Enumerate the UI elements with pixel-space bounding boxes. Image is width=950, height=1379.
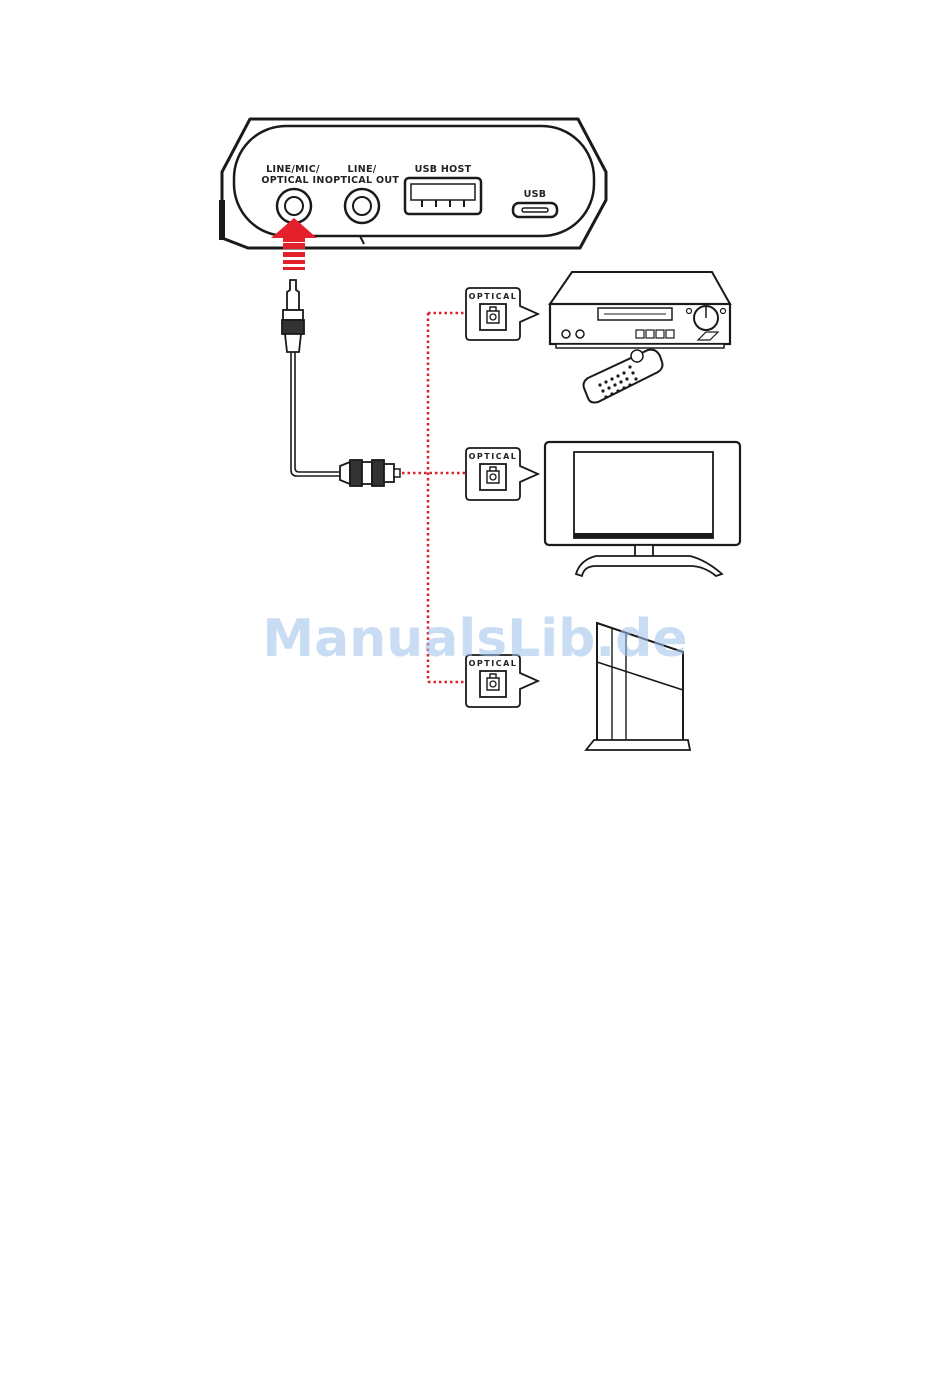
label-line-out-2: OPTICAL OUT [325,175,400,186]
television-icon [545,442,740,576]
optical-cable [282,280,400,486]
label-line-mic-in-2: OPTICAL IN [261,175,324,186]
port-usb [513,203,557,217]
label-line-mic-in-1: LINE/MIC/ [266,164,320,175]
label-line-out-1: LINE/ [348,164,377,175]
insert-arrow-icon [271,218,317,270]
remote-control-icon [584,350,663,403]
port-line-mic-optical-in [277,189,311,223]
vcr-player-icon [550,272,730,348]
optical-label-vcr: OPTICAL [469,292,518,301]
jack-in-inner [285,197,303,215]
jack-out-inner [353,197,371,215]
cable-wire [291,352,340,476]
toslink-boot [340,462,350,484]
label-usb: USB [524,189,547,200]
mini-plug-tip [287,280,299,310]
port-usb-host [405,178,481,214]
label-usb-host: USB HOST [415,164,472,175]
port-line-optical-out [345,189,379,223]
watermark-text: ManualsLib.de [262,609,687,669]
optical-label-tv: OPTICAL [469,452,518,461]
